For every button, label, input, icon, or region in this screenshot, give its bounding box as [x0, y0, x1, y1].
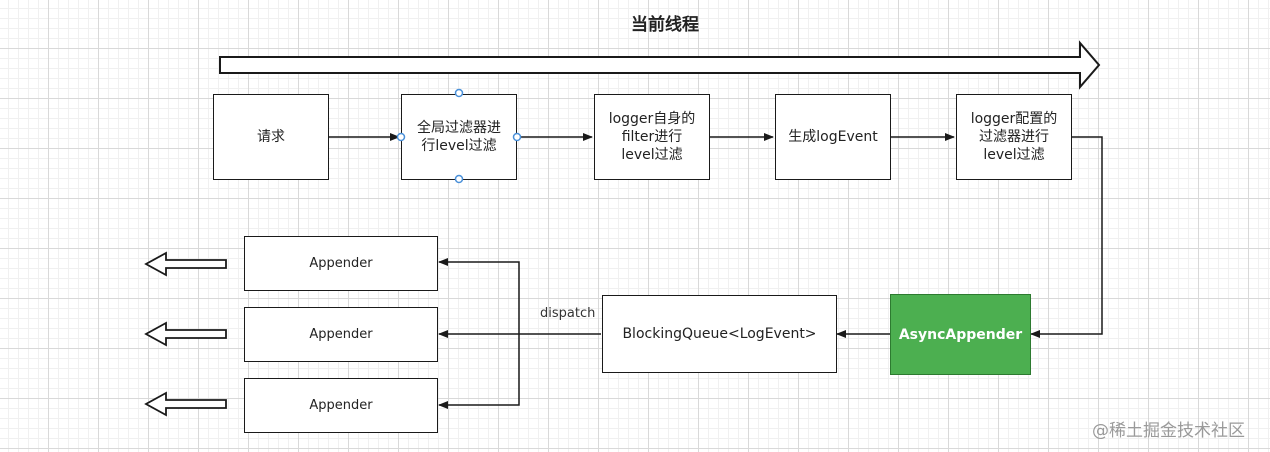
handle-right[interactable] [512, 132, 522, 142]
handle-bottom[interactable] [454, 174, 464, 184]
node-create-event[interactable]: 生成logEvent [775, 94, 891, 180]
edge-label-dispatch: dispatch [540, 306, 596, 321]
node-appender-1[interactable]: Appender [244, 236, 438, 291]
watermark: @稀土掘金技术社区 [1092, 421, 1245, 441]
node-appender-3[interactable]: Appender [244, 378, 438, 433]
output-arrow-1 [144, 251, 227, 277]
node-config-filter[interactable]: logger配置的 过滤器进行 level过滤 [956, 94, 1072, 180]
edge-dispatch-to-appender-1 [438, 258, 520, 334]
node-logger-filter[interactable]: logger自身的 filter进行 level过滤 [594, 94, 710, 180]
edge-dispatch-to-appender-3 [438, 334, 520, 409]
node-blocking-queue[interactable]: BlockingQueue<LogEvent> [602, 295, 837, 373]
node-async-appender[interactable]: AsyncAppender [890, 294, 1031, 375]
edge-config-filter-to-async-appender [1030, 136, 1103, 338]
handle-top[interactable] [454, 88, 464, 98]
diagram-title: 当前线程 [631, 15, 699, 35]
handle-left[interactable] [396, 132, 406, 142]
output-arrow-2 [144, 321, 227, 347]
node-appender-2[interactable]: Appender [244, 307, 438, 362]
output-arrow-3 [144, 391, 227, 417]
node-request[interactable]: 请求 [213, 94, 329, 180]
node-global-filter[interactable]: 全局过滤器进 行level过滤 [401, 94, 517, 180]
current-thread-arrow [219, 40, 1101, 90]
